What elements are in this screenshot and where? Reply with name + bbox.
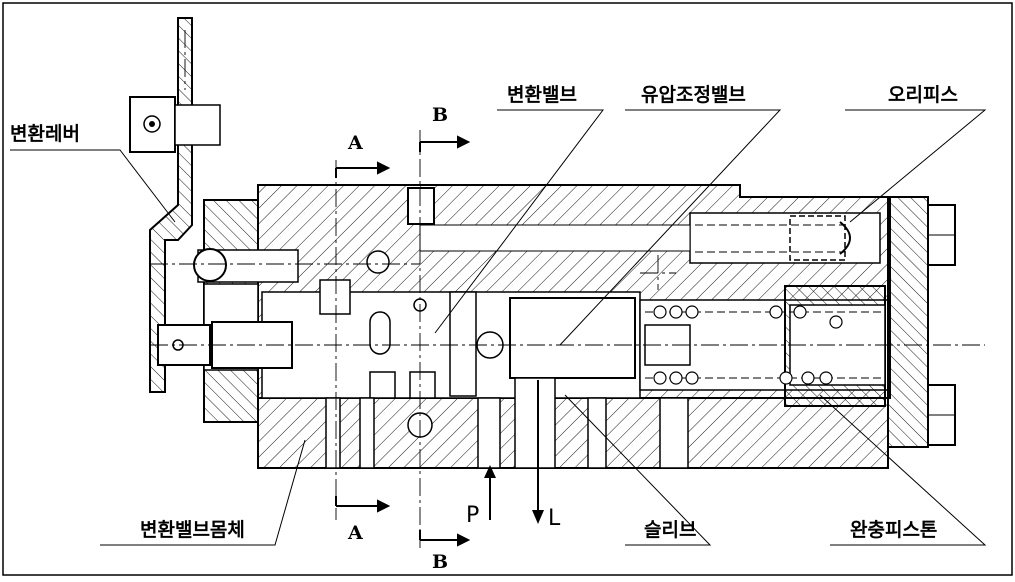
section-label-a-top: A [348, 132, 363, 154]
section-label-a-bottom: A [348, 522, 363, 544]
right-end-cap [887, 196, 956, 448]
orifice-shape [695, 215, 851, 261]
label-sleeve: 슬리브 [644, 519, 697, 541]
section-label-b-bottom: B [432, 551, 449, 573]
centerlines [150, 30, 985, 548]
section-label-b-top: B [432, 104, 449, 126]
port-label-l: L [548, 506, 561, 531]
label-switch-lever: 변환레버 [10, 123, 80, 145]
sleeve-shape [509, 297, 636, 469]
switch-spool [319, 187, 504, 438]
section-markers [335, 135, 471, 547]
label-orifice: 오리피스 [888, 84, 958, 106]
leader-lines [10, 109, 987, 546]
port-label-p: P [466, 503, 480, 528]
label-switch-valve: 변환밸브 [507, 84, 577, 106]
ports [325, 380, 689, 524]
left-cap [197, 199, 299, 423]
label-valve-body: 변환밸브몸체 [140, 519, 245, 541]
label-buffer-piston: 완충피스톤 [850, 519, 938, 541]
label-pressure-valve: 유압조정밸브 [641, 84, 746, 106]
